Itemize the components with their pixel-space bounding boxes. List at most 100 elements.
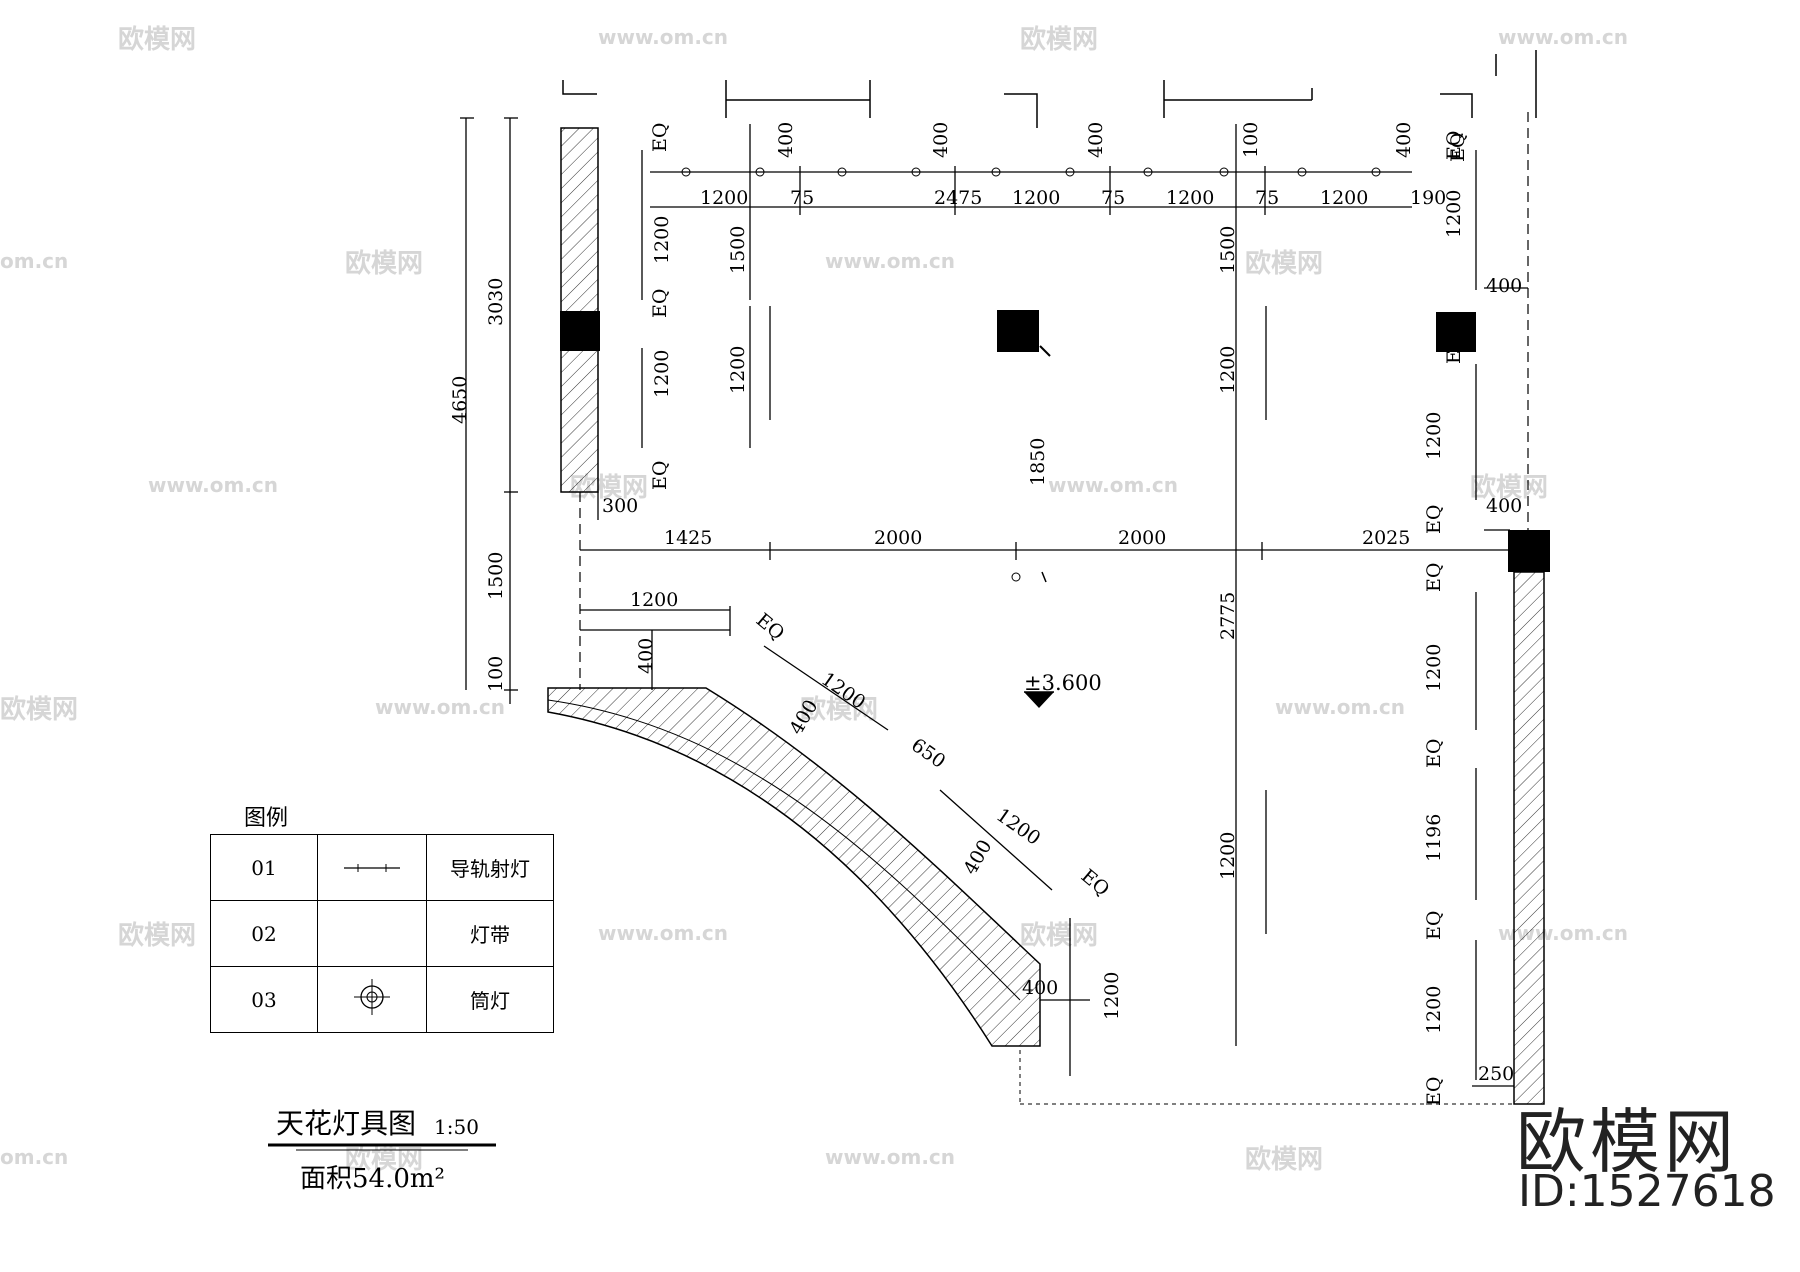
legend-code: 03: [210, 966, 318, 1033]
dim-label: 400: [959, 836, 996, 878]
watermark-url: www.om.cn: [148, 473, 278, 497]
track-light-icon: [1371, 167, 1381, 177]
curved-wall-inner: [547, 699, 1021, 1001]
dim-label: 2000: [1118, 527, 1166, 549]
watermark-url: om.cn: [0, 249, 68, 273]
dim-label: 1200: [1443, 190, 1465, 238]
watermark-brand: 欧模网: [118, 920, 196, 951]
track-light-icon: [911, 167, 921, 177]
track-lights-top: [681, 167, 1381, 177]
dim-label: 1200: [651, 216, 673, 264]
eq-label: EQ: [1447, 133, 1469, 162]
watermark-url: www.om.cn: [825, 249, 955, 273]
top-dimension-labels: 1200 75 2475 1200 75 1200 75 1200 190 40…: [649, 122, 1469, 209]
dim-label: 1200: [1423, 986, 1445, 1034]
dim-label: 400: [635, 638, 657, 674]
left-wall: [560, 127, 599, 493]
watermark-url: www.om.cn: [825, 1145, 955, 1169]
dim-label: 100: [1240, 122, 1262, 158]
eq-label: EQ: [649, 461, 671, 490]
watermark-url: www.om.cn: [598, 25, 728, 49]
legend-row: 01 导轨射灯: [210, 834, 554, 901]
eq-label: EQ: [1423, 563, 1445, 592]
dim-label: 300: [602, 495, 638, 517]
left-dimension-lines: [460, 117, 518, 704]
watermark-brand: 欧模网: [1245, 1144, 1323, 1175]
dim-label: 400: [1022, 977, 1058, 999]
track-light-icon: [991, 167, 1001, 177]
watermark-brand: 欧模网: [118, 24, 196, 55]
level-mark: ±3.600: [1024, 671, 1102, 708]
dim-label: 400: [1085, 122, 1107, 158]
curved-wall: [547, 687, 1041, 1047]
dim-label: 1200: [1166, 187, 1214, 209]
track-light-icon: [755, 167, 765, 177]
dim-label: 1200: [630, 589, 678, 611]
dim-label: 1425: [664, 527, 712, 549]
legend-table: 01 导轨射灯 02 灯带 03 筒灯: [210, 834, 554, 1033]
eq-label: EQ: [752, 609, 789, 645]
dim-label: 1200: [1423, 644, 1445, 692]
watermark-url: www.om.cn: [1498, 25, 1628, 49]
top-dimension-line: [650, 166, 1412, 215]
dim-label: 1200: [700, 187, 748, 209]
dim-label: 1200: [651, 350, 673, 398]
eq-label: EQ: [649, 289, 671, 318]
inner-left-track-lines: [641, 124, 1267, 1046]
dim-label: 400: [1486, 275, 1522, 297]
dim-label: 4650: [449, 376, 471, 424]
legend-title: 图例: [244, 806, 289, 831]
dim-label: 1200: [1012, 187, 1060, 209]
legend-code: 01: [210, 834, 318, 901]
eq-label: EQ: [1423, 739, 1445, 768]
eq-label: EQ: [1077, 865, 1114, 901]
right-column-lower: [1508, 530, 1550, 572]
track-light-icon: [837, 167, 847, 177]
dim-label: 1200: [1423, 412, 1445, 460]
dim-label: 1200: [727, 346, 749, 394]
watermark-brand: 欧模网: [0, 694, 78, 725]
watermark-layer: 欧模网 欧模网 www.om.cn www.om.cn 欧模网 欧模网 www.…: [0, 24, 1628, 1175]
legend-row: 03 筒灯: [210, 966, 554, 1033]
watermark-brand: 欧模网: [1020, 24, 1098, 55]
left-column: [560, 311, 600, 351]
dim-label: 75: [1255, 187, 1279, 209]
center-column: [997, 310, 1039, 352]
dim-label: 2475: [934, 187, 982, 209]
watermark-brand: 欧模网: [1470, 472, 1548, 503]
dim-label: 400: [930, 122, 952, 158]
dim-label: 75: [790, 187, 814, 209]
title-underline: [268, 1143, 496, 1151]
dim-label: 2025: [1362, 527, 1410, 549]
watermark-url: www.om.cn: [375, 695, 505, 719]
dim-label: 1200: [1320, 187, 1368, 209]
watermark-brand: 欧模网: [1020, 920, 1098, 951]
track-light-icon: [1065, 167, 1075, 177]
dim-label: 1200: [1217, 832, 1239, 880]
brand-logo: 欧模网: [1516, 1101, 1738, 1183]
watermark-url: www.om.cn: [1275, 695, 1405, 719]
eq-label: EQ: [1423, 911, 1445, 940]
eq-label: EQ: [1443, 131, 1465, 160]
center-fixture: [1011, 571, 1047, 583]
watermark-url: om.cn: [0, 1145, 68, 1169]
dim-label: 400: [775, 122, 797, 158]
dim-label: 190: [1410, 187, 1446, 209]
drawing-scale: 1:50: [434, 1115, 479, 1139]
dim-label: 250: [1478, 1063, 1514, 1085]
dim-label: 400: [1393, 122, 1415, 158]
watermark-brand: 欧模网: [345, 1144, 423, 1175]
dim-label: 1200: [1217, 346, 1239, 394]
eq-label: EQ: [649, 123, 671, 152]
legend-row: 02 灯带: [210, 900, 554, 967]
dim-label: 1500: [727, 226, 749, 274]
track-light-icon: [1297, 167, 1307, 177]
dim-label: 1500: [1217, 226, 1239, 274]
downlight-symbol-icon: [317, 966, 427, 1033]
dim-label: 2775: [1217, 592, 1239, 640]
right-column-upper: [1436, 312, 1476, 352]
watermark-url: www.om.cn: [598, 921, 728, 945]
watermark-brand: 欧模网: [1245, 248, 1323, 279]
dim-label: 1850: [1027, 438, 1049, 486]
